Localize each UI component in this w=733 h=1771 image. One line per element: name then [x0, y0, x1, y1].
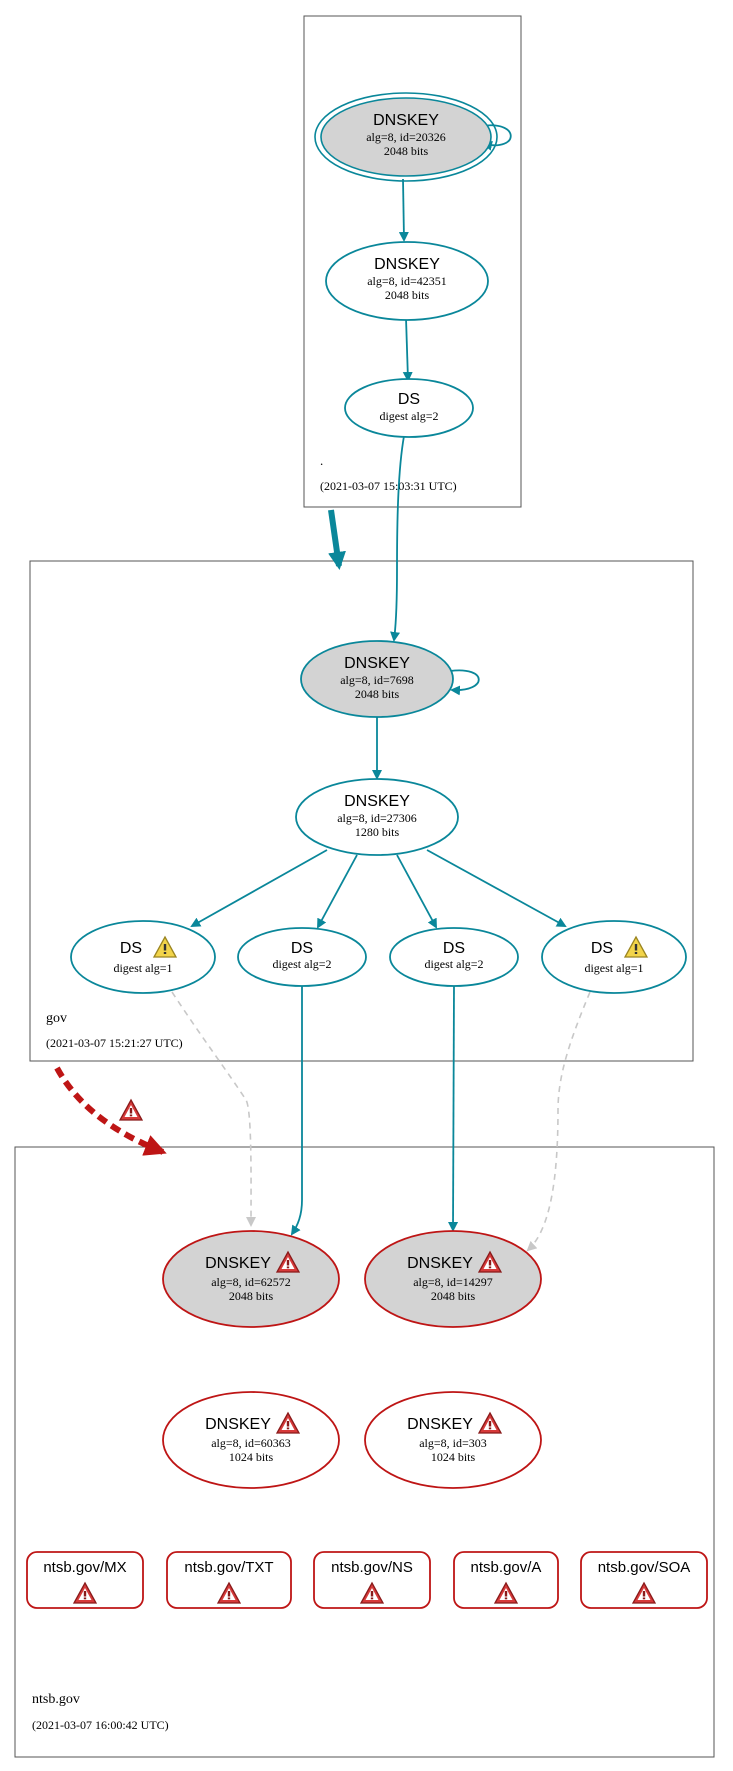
node-detail: digest alg=1: [113, 961, 172, 975]
zone-ntsb-timestamp: (2021-03-07 16:00:42 UTC): [32, 1718, 169, 1732]
node-gov-zsk[interactable]: DNSKEY alg=8, id=27306 1280 bits: [295, 778, 459, 856]
edge-root-ds-to-gov-ksk: [390, 435, 405, 642]
node-detail: alg=8, id=303: [419, 1436, 487, 1450]
node-detail: alg=8, id=60363: [211, 1436, 291, 1450]
zone-root-box: [303, 15, 522, 508]
node-ntsb-k3[interactable]: DNSKEY alg=8, id=60363 1024 bits: [162, 1391, 340, 1489]
rrset-label: ntsb.gov/NS: [331, 1559, 413, 1576]
edge-gov-zsk-to-ds3: [396, 854, 437, 929]
zone-ntsb-name: ntsb.gov: [32, 1692, 80, 1707]
node-title: DNSKEY: [407, 1255, 473, 1272]
zone-gov-timestamp: (2021-03-07 15:21:27 UTC): [46, 1036, 183, 1050]
zone-root-name: .: [320, 453, 323, 468]
node-title: DS: [591, 940, 613, 957]
node-detail: alg=8, id=27306: [337, 811, 417, 825]
node-detail: 1280 bits: [355, 825, 400, 839]
zone-gov-name: gov: [46, 1011, 67, 1026]
edge-root-zsk-to-ds: [402, 317, 413, 382]
node-title: DNSKEY: [374, 256, 440, 273]
rrset-label: ntsb.gov/TXT: [184, 1559, 273, 1576]
rrset-label: ntsb.gov/A: [471, 1559, 542, 1576]
zone-ntsb-box: [14, 1146, 715, 1758]
edge-gov-ds1-to-ntsb-k1: [171, 991, 257, 1227]
zone-gov-box: [29, 560, 694, 1062]
node-root-zsk[interactable]: DNSKEY alg=8, id=42351 2048 bits: [325, 241, 489, 321]
node-title: DNSKEY: [344, 793, 410, 810]
node-gov-ksk[interactable]: DNSKEY alg=8, id=7698 2048 bits: [300, 640, 454, 718]
node-ntsb-k1[interactable]: DNSKEY alg=8, id=62572 2048 bits: [162, 1230, 340, 1328]
delegation-warning-icon: [119, 1099, 143, 1121]
node-title: DS: [120, 940, 142, 957]
node-ntsb-k2[interactable]: DNSKEY alg=8, id=14297 2048 bits: [364, 1230, 542, 1328]
node-gov-ds3[interactable]: DS digest alg=2: [389, 927, 519, 987]
node-detail: 2048 bits: [355, 687, 400, 701]
node-detail: digest alg=2: [379, 409, 438, 423]
node-detail: 2048 bits: [384, 144, 429, 158]
rrset-label: ntsb.gov/MX: [43, 1559, 126, 1576]
node-detail: 1024 bits: [431, 1450, 476, 1464]
edge-gov-to-ntsb-delegation: [54, 1066, 167, 1156]
node-title: DNSKEY: [205, 1255, 271, 1272]
rrset-txt[interactable]: ntsb.gov/TXT: [166, 1551, 292, 1609]
zone-root-timestamp: (2021-03-07 15:03:31 UTC): [320, 479, 457, 493]
node-title: DNSKEY: [373, 112, 439, 129]
node-title: DS: [443, 940, 465, 957]
node-detail: 1024 bits: [229, 1450, 274, 1464]
node-detail: 2048 bits: [229, 1289, 274, 1303]
edge-root-ksk-to-zsk: [398, 178, 409, 242]
node-detail: alg=8, id=62572: [211, 1275, 291, 1289]
node-gov-ds2[interactable]: DS digest alg=2: [237, 927, 367, 987]
node-title: DS: [291, 940, 313, 957]
node-detail: digest alg=1: [584, 961, 643, 975]
node-title: DS: [398, 391, 420, 408]
edge-gov-zsk-to-ds1: [190, 849, 328, 927]
node-detail: alg=8, id=7698: [340, 673, 414, 687]
node-root-ksk[interactable]: DNSKEY alg=8, id=20326 2048 bits: [314, 92, 498, 182]
edge-gov-ksk-self: [449, 669, 480, 696]
node-gov-ds4[interactable]: DS digest alg=1: [541, 920, 687, 994]
rrset-ns[interactable]: ntsb.gov/NS: [313, 1551, 431, 1609]
node-title: DNSKEY: [205, 1416, 271, 1433]
node-ntsb-k4[interactable]: DNSKEY alg=8, id=303 1024 bits: [364, 1391, 542, 1489]
node-title: DNSKEY: [344, 655, 410, 672]
edge-gov-ds4-to-ntsb-k2: [526, 991, 591, 1252]
node-detail: digest alg=2: [424, 957, 483, 971]
node-detail: 2048 bits: [385, 288, 430, 302]
node-detail: alg=8, id=14297: [413, 1275, 493, 1289]
edge-gov-zsk-to-ds2: [317, 854, 358, 929]
edge-gov-ds3-to-ntsb-k2: [448, 984, 459, 1232]
edge-root-to-gov-delegation: [328, 509, 346, 570]
node-detail: 2048 bits: [431, 1289, 476, 1303]
node-gov-ds1[interactable]: DS digest alg=1: [70, 920, 216, 994]
node-root-ds[interactable]: DS digest alg=2: [344, 378, 474, 438]
node-detail: alg=8, id=20326: [366, 130, 446, 144]
rrset-label: ntsb.gov/SOA: [598, 1559, 691, 1576]
node-title: DNSKEY: [407, 1416, 473, 1433]
edge-gov-ds2-to-ntsb-k1: [290, 985, 303, 1236]
edge-gov-zsk-to-ds4: [426, 849, 567, 927]
edge-root-ksk-self: [481, 124, 512, 151]
rrset-a[interactable]: ntsb.gov/A: [453, 1551, 559, 1609]
node-detail: digest alg=2: [272, 957, 331, 971]
rrset-soa[interactable]: ntsb.gov/SOA: [580, 1551, 708, 1609]
node-detail: alg=8, id=42351: [367, 274, 447, 288]
rrset-mx[interactable]: ntsb.gov/MX: [26, 1551, 144, 1609]
